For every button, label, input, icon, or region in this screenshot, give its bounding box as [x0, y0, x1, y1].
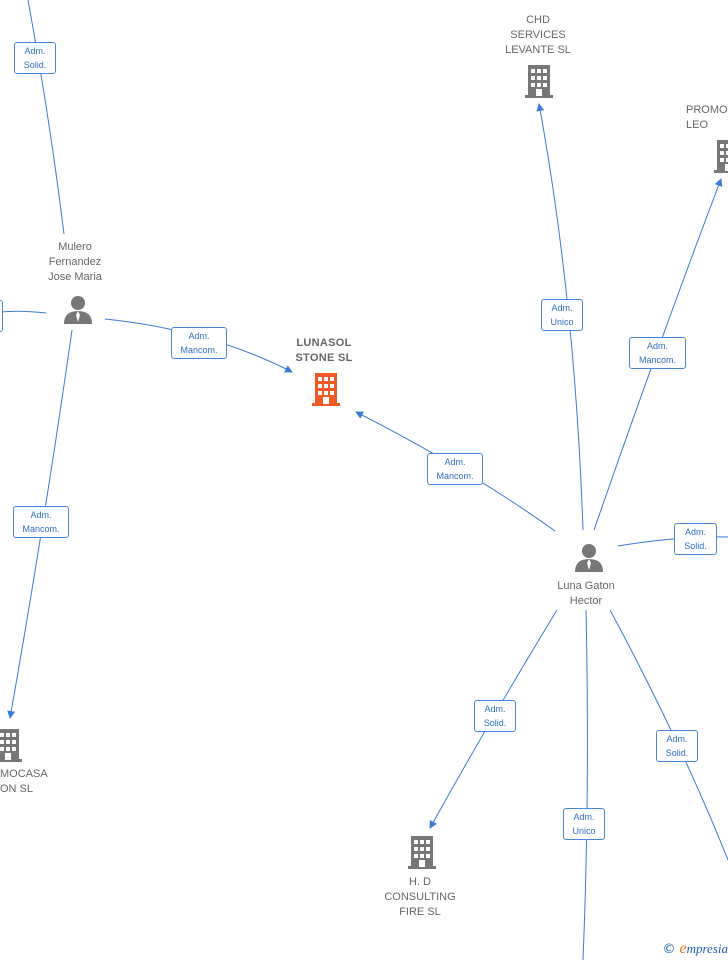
- edge-mulero-left: [0, 310, 47, 314]
- node-label-promo[interactable]: PROMO LEO: [686, 104, 728, 131]
- edge-label-luna-chd[interactable]: Adm. Unico: [541, 299, 583, 331]
- edge-label-luna-right[interactable]: Adm. Solid.: [674, 523, 717, 555]
- brand-text: mpresia: [686, 941, 728, 956]
- node-label-mocasa[interactable]: MOCASA ON SL: [0, 768, 48, 795]
- node-label-chd[interactable]: CHD SERVICES LEVANTE SL: [505, 14, 571, 56]
- edge-mulero-top: [27, 0, 65, 235]
- edge-label-mulero-mocasa[interactable]: Adm. Mancom.: [13, 506, 69, 538]
- building-icon[interactable]: [310, 371, 342, 407]
- node-label-hd[interactable]: H. D CONSULTING FIRE SL: [384, 876, 456, 918]
- edge-label-luna-promo[interactable]: Adm. Mancom.: [629, 337, 686, 369]
- brand-logo: ©empresia: [662, 940, 728, 958]
- building-icon[interactable]: [406, 834, 438, 870]
- person-icon[interactable]: [573, 542, 605, 572]
- edge-label-luna-lunasol[interactable]: Adm. Mancom.: [427, 453, 483, 485]
- edge-label-luna-bottomright[interactable]: Adm. Solid.: [656, 730, 698, 762]
- building-icon[interactable]: [523, 63, 555, 99]
- edge-label-luna-hd[interactable]: Adm. Solid.: [474, 700, 516, 732]
- node-label-luna-gaton[interactable]: Luna Gaton Hector: [557, 580, 615, 607]
- brand-e: e: [679, 940, 687, 957]
- edge-label-mulero-top[interactable]: Adm. Solid.: [14, 42, 56, 74]
- edge-label-mulero-left[interactable]: [0, 300, 3, 332]
- node-label-mulero[interactable]: Mulero Fernandez Jose Maria: [48, 241, 102, 283]
- edge-label-mulero-lunasol[interactable]: Adm. Mancom.: [171, 327, 227, 359]
- edge-label-luna-bottom[interactable]: Adm. Unico: [563, 808, 605, 840]
- building-icon[interactable]: [712, 138, 728, 174]
- building-icon[interactable]: [0, 727, 24, 763]
- edge-luna-bottom: [582, 609, 588, 960]
- person-icon[interactable]: [62, 294, 94, 324]
- copyright-symbol: ©: [662, 942, 676, 957]
- node-label-lunasol[interactable]: LUNASOL STONE SL: [295, 337, 353, 364]
